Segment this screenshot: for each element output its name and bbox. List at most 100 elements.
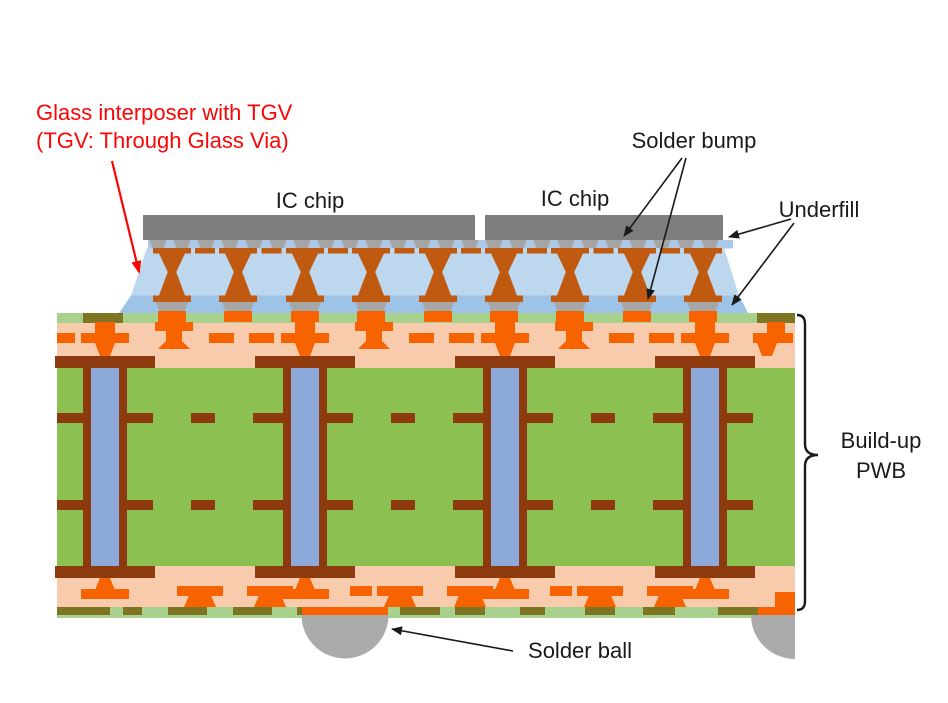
pwb-bottom-pad-olive xyxy=(585,607,615,615)
solder-balls xyxy=(301,615,795,659)
solder-ball xyxy=(301,615,389,659)
tgv-top-pad xyxy=(352,248,390,254)
core-trace-dash xyxy=(191,500,215,510)
via-bottom-cap xyxy=(55,566,155,578)
label-underfill: Underfill xyxy=(778,197,860,222)
glass-interposer-arrow xyxy=(110,160,142,274)
tgv-bottom-pad xyxy=(153,295,191,302)
ic-chips xyxy=(143,215,723,240)
glass-interposer-note: Glass interposer with TGV (TGV: Through … xyxy=(36,99,292,155)
core-trace-dash xyxy=(591,413,615,423)
top-via-taper xyxy=(495,343,515,356)
top-via-neck xyxy=(295,322,315,334)
interposer-bump xyxy=(687,302,719,313)
via-stub xyxy=(527,500,553,510)
pwb-bump-pad xyxy=(224,311,252,322)
top-trace-dash xyxy=(409,333,434,343)
pwb-bottom-pad-olive xyxy=(400,607,440,615)
bottom-via-taper xyxy=(295,578,315,590)
annotations xyxy=(110,157,819,652)
micro-bump xyxy=(701,240,719,248)
underfill-arrow-lower xyxy=(731,222,795,306)
tgv-bottom-pad xyxy=(286,295,324,302)
label-buildup-pwb: Build-up PWB xyxy=(811,426,948,486)
micro-bump xyxy=(341,240,359,248)
pwb-bottom-pad-olive xyxy=(520,607,545,615)
pwb-bump-pad xyxy=(158,311,186,322)
tgv-top-pad xyxy=(219,248,257,254)
interposer-bump xyxy=(422,302,454,313)
bottom-tee-foot xyxy=(254,586,286,607)
pwb-bump-pad xyxy=(357,311,385,322)
top-via-land xyxy=(481,333,529,343)
top-via-land xyxy=(281,333,329,343)
via-wall xyxy=(683,368,691,566)
core-trace-dash xyxy=(253,413,277,423)
pwb-bottom-pad-olive xyxy=(233,607,272,615)
pwb-bottom-pad-olive xyxy=(57,607,110,615)
top-trace-dash xyxy=(209,333,234,343)
via-top-cap xyxy=(655,356,755,368)
via-wall xyxy=(83,368,91,566)
label-ic-chip-left: IC chip xyxy=(275,188,345,213)
tgv-via xyxy=(690,253,716,296)
interposer-bump xyxy=(488,302,520,313)
micro-bump xyxy=(605,240,623,248)
pwb-bump-pad xyxy=(291,311,319,322)
pwb-bottom-pad-olive xyxy=(718,607,758,615)
top-tee-foot xyxy=(558,341,590,349)
pwb-bottom-pad-olive xyxy=(297,607,302,615)
buildup-pwb-brace xyxy=(796,313,819,612)
label-solder-ball: Solder ball xyxy=(528,638,632,663)
core-trace-dash xyxy=(453,500,477,510)
pwb-bottom-pad-olive xyxy=(168,607,207,615)
bottom-via-land xyxy=(81,589,129,599)
core-trace-dash xyxy=(391,413,415,423)
tgv-bottom-pad xyxy=(419,295,457,302)
tgv-via xyxy=(425,253,451,296)
micro-bump xyxy=(557,240,575,248)
top-via-taper xyxy=(695,343,715,356)
solder-bump-arrow-upper xyxy=(623,157,683,237)
micro-bump xyxy=(461,240,479,248)
glass-interposer xyxy=(119,240,748,322)
underfill-arrow-upper xyxy=(728,218,792,239)
bottom-tee-foot xyxy=(584,586,616,607)
bottom-tee-foot xyxy=(654,586,686,607)
micro-bump xyxy=(485,240,503,248)
via-stub xyxy=(527,413,553,423)
pwb-top-pad-olive xyxy=(757,313,795,323)
interposer-bump xyxy=(289,302,321,313)
core-trace-dash xyxy=(191,413,215,423)
label-buildup-line2: PWB xyxy=(855,458,907,483)
core-trace-dash xyxy=(453,413,477,423)
interposer-trace-dash xyxy=(527,248,547,254)
tgv-top-pad xyxy=(551,248,589,254)
via-wall xyxy=(283,368,291,566)
interposer-bump xyxy=(355,302,387,313)
interposer-trace-dash xyxy=(394,248,415,254)
top-via-taper xyxy=(295,343,315,356)
micro-bump xyxy=(437,240,455,248)
tgv-bottom-pad xyxy=(618,295,656,302)
core-trace-dash xyxy=(653,413,677,423)
pwb-bottom-pad-olive xyxy=(455,607,485,615)
via-stub xyxy=(57,500,83,510)
micro-bump xyxy=(317,240,335,248)
micro-bump xyxy=(629,240,647,248)
bottom-tee-foot xyxy=(454,586,486,607)
micro-bump xyxy=(581,240,599,248)
ic-chip-left xyxy=(143,215,475,240)
ball-pad-edge xyxy=(758,592,795,615)
top-via-land xyxy=(81,333,129,343)
via-stub xyxy=(327,500,353,510)
via-stub xyxy=(327,413,353,423)
tgv-top-pad xyxy=(153,248,191,254)
via-stub xyxy=(727,413,753,423)
ic-chip-right xyxy=(485,215,723,240)
top-trace-dash xyxy=(649,333,674,343)
micro-bump xyxy=(293,240,311,248)
via-stub xyxy=(127,413,153,423)
core-trace-dash xyxy=(253,500,277,510)
